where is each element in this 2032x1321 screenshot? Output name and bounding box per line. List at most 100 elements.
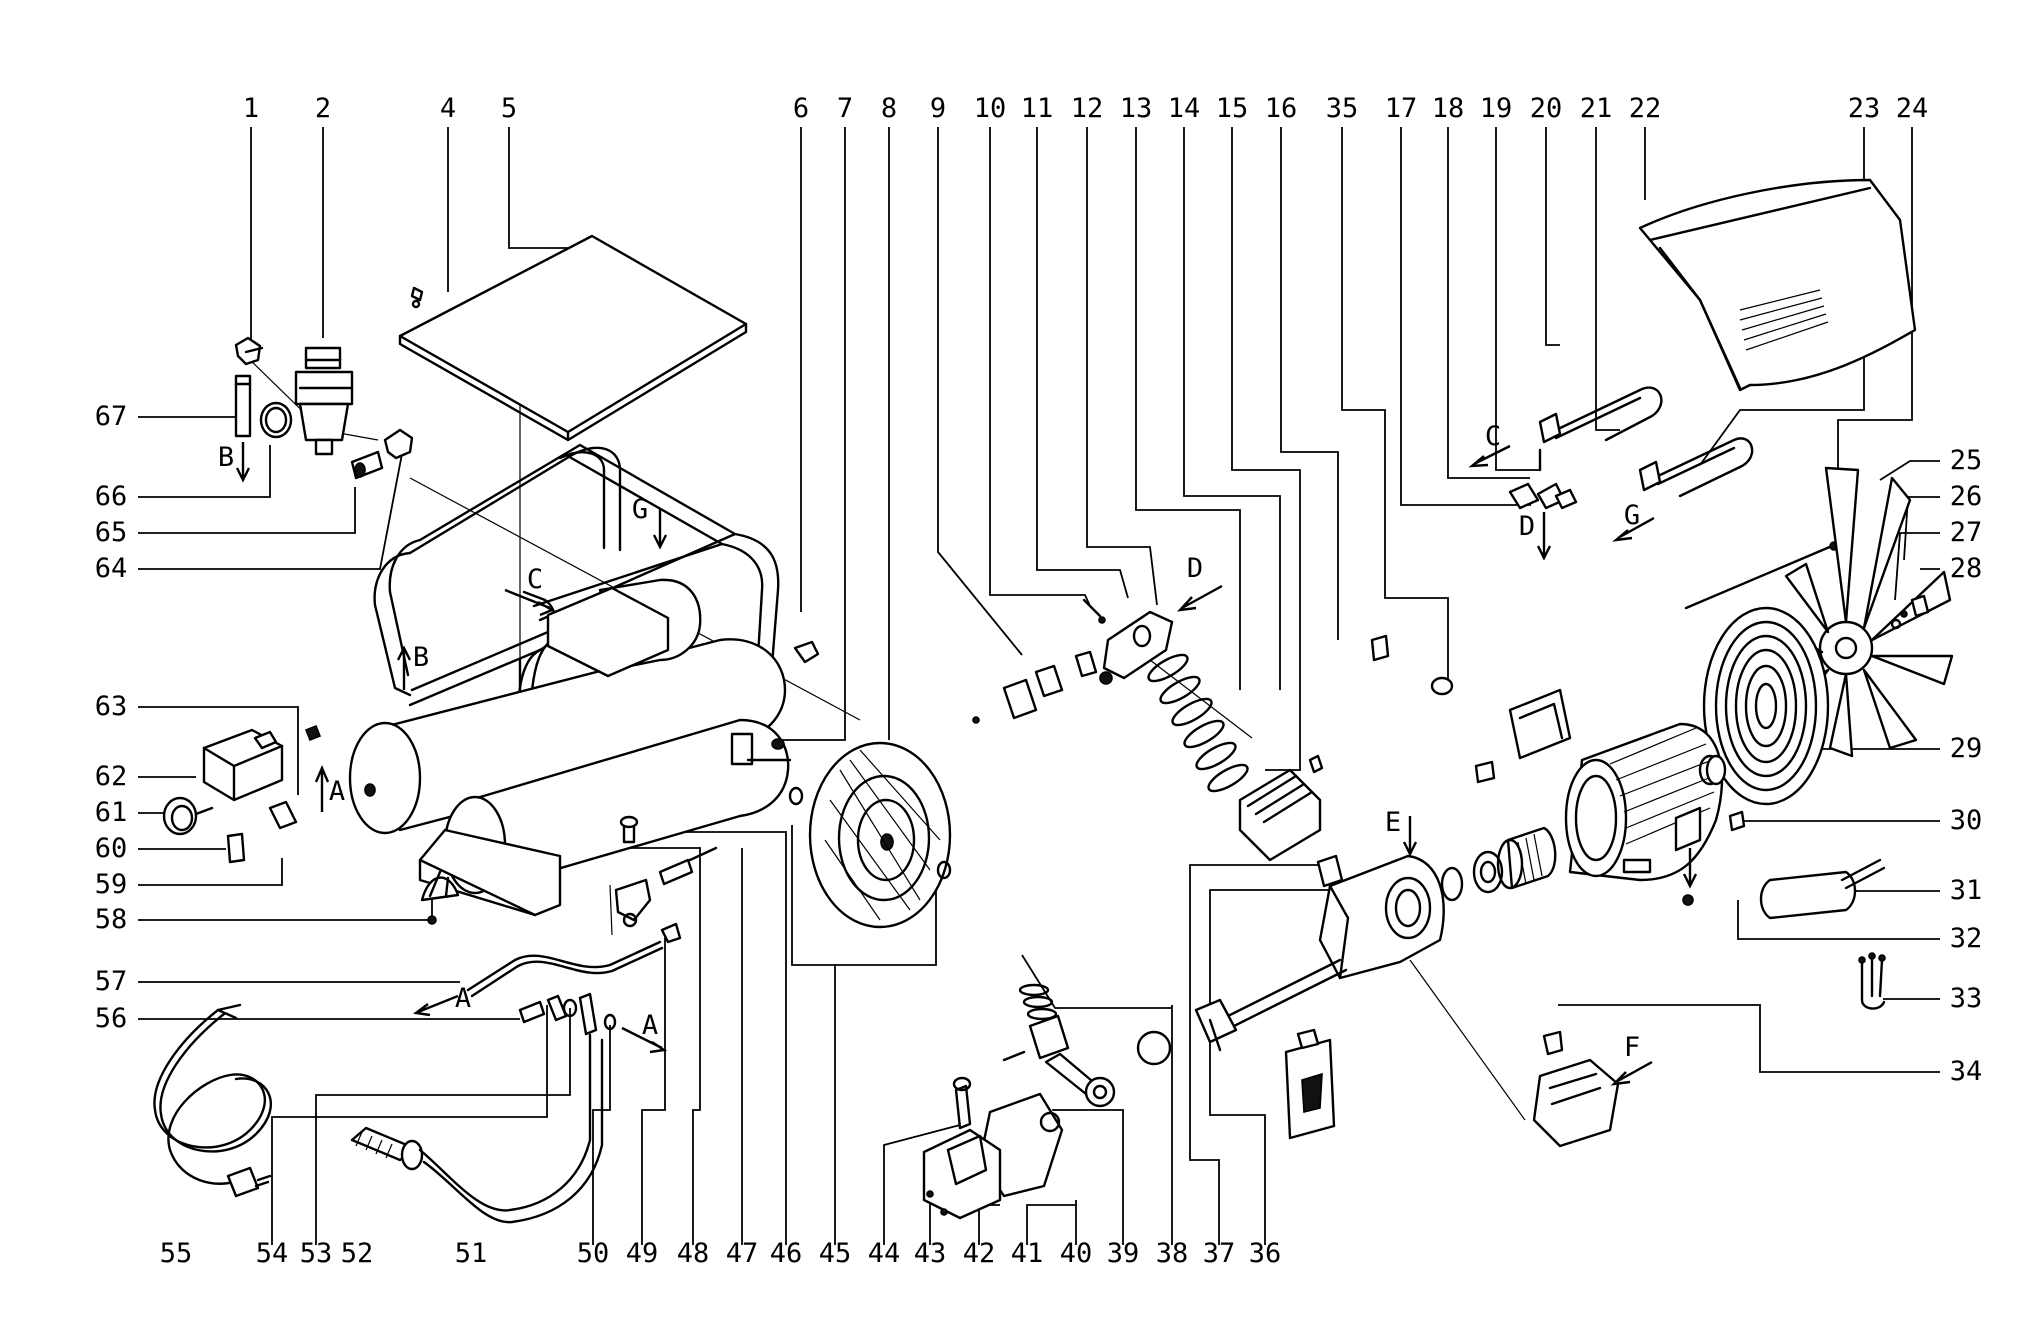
arrow-b-frame	[396, 645, 412, 690]
callout-15: 15	[1216, 93, 1249, 124]
leader-lines	[138, 127, 1940, 1245]
callout-32: 32	[1950, 923, 1983, 954]
motor-plate	[546, 586, 670, 678]
letter-b-left: B	[218, 442, 234, 473]
part-13-rings	[1147, 653, 1253, 793]
callout-23: 23	[1848, 93, 1881, 124]
part-11-nut	[1099, 671, 1113, 685]
part-49-coupling	[660, 922, 682, 944]
callout-9: 9	[930, 93, 946, 124]
part-48-valve	[658, 846, 718, 886]
letter-e-pipe: D	[1519, 511, 1535, 542]
part-35-cap	[1430, 676, 1454, 696]
callout-55: 55	[160, 1238, 193, 1269]
arrow-e-pipe	[1536, 512, 1552, 561]
part-15-bolt	[1474, 760, 1496, 784]
callout-27: 27	[1950, 517, 1983, 548]
callout-58: 58	[95, 904, 128, 935]
part-1-elbow-fitting	[234, 336, 264, 366]
part-36-oil-bottle	[1284, 1028, 1336, 1140]
callout-31: 31	[1950, 875, 1983, 906]
part-4-screw	[410, 286, 424, 309]
part-47-elbow	[614, 878, 652, 928]
callout-8: 8	[881, 93, 897, 124]
callout-16: 16	[1265, 93, 1298, 124]
callout-4: 4	[440, 93, 456, 124]
callout-65: 65	[95, 517, 128, 548]
letter-c-frame: C	[527, 564, 543, 595]
part-33-wire-harness	[1858, 952, 1886, 1010]
top-callout-labels: 1 2 4 5 6 7 8 9 10 11 12 13 14 15 16 35 …	[243, 93, 1928, 124]
part-9-valve-reeds	[972, 650, 1098, 724]
callout-63: 63	[95, 691, 128, 722]
letter-b-frame: B	[413, 642, 429, 673]
callout-17: 17	[1385, 93, 1418, 124]
callout-1: 1	[243, 93, 259, 124]
callout-12: 12	[1071, 93, 1104, 124]
callout-64: 64	[95, 553, 128, 584]
callout-11: 11	[1021, 93, 1054, 124]
part-54-spring	[546, 994, 568, 1022]
part-6-nut	[793, 640, 820, 664]
callout-5: 5	[501, 93, 517, 124]
left-callout-labels: 67 66 65 64 63 62 61 60 59 58 57 56	[95, 401, 128, 1034]
callout-57: 57	[95, 966, 128, 997]
part-42-43-screws	[926, 1190, 948, 1216]
piston-and-rod	[1002, 983, 1172, 1108]
letter-g-frame: G	[632, 494, 648, 525]
bottom-callout-labels: 55 54 53 52 51 50 49 48 47 46 45 44 43 4…	[160, 1238, 1282, 1269]
arrow-c-frame	[504, 588, 555, 617]
bearings-and-filter	[1440, 754, 1727, 902]
part-63-nut	[304, 724, 322, 742]
mount-bracket	[418, 828, 562, 917]
arrow-b-left	[235, 442, 251, 483]
callout-20: 20	[1530, 93, 1563, 124]
part-34-terminal-box	[1532, 1030, 1620, 1148]
callout-24: 24	[1896, 93, 1929, 124]
arrow-e-crank	[1402, 816, 1418, 857]
part-21-pipe	[1538, 386, 1663, 444]
arrow-f-box	[1610, 1060, 1653, 1086]
part-7-washer	[771, 738, 785, 750]
letter-d-head: D	[1187, 553, 1203, 584]
part-52-handle-grip	[350, 1126, 424, 1171]
callout-29: 29	[1950, 733, 1983, 764]
callout-33: 33	[1950, 983, 1983, 1014]
part-57-hose	[466, 940, 664, 998]
callout-18: 18	[1432, 93, 1465, 124]
part-5-cover-plate	[398, 234, 748, 442]
part-22-fan-shroud	[1638, 178, 1917, 392]
arrow-f-pipe	[1612, 516, 1655, 542]
callout-52: 52	[341, 1238, 374, 1269]
part-8-wheel	[808, 741, 952, 929]
callout-67: 67	[95, 401, 128, 432]
callout-59: 59	[95, 869, 128, 900]
callout-26: 26	[1950, 481, 1983, 512]
part-40-gasket	[1039, 1111, 1061, 1133]
electric-motor	[1564, 722, 1724, 882]
arrow-d-pipe	[1468, 444, 1511, 468]
part-58-foot	[420, 870, 460, 925]
part-51-handle-bar	[418, 1033, 604, 1224]
part-65-nipple	[350, 450, 384, 480]
frame-foot	[730, 732, 792, 766]
part-44-bottom-cover	[922, 1076, 1002, 1220]
part-26-28-fasteners	[1890, 594, 1930, 630]
callout-7: 7	[837, 93, 853, 124]
part-62-pressure-switch	[202, 728, 284, 802]
part-10-bolt	[1082, 598, 1106, 624]
callout-28: 28	[1950, 553, 1983, 584]
arrow-g-motor	[1682, 848, 1698, 889]
part-45-washer	[788, 786, 952, 880]
part-2-filter-regulator	[294, 346, 354, 456]
callout-61: 61	[95, 797, 128, 828]
callout-6: 6	[793, 93, 809, 124]
arrow-g-frame	[652, 508, 668, 550]
arrow-c-fitting	[621, 1026, 668, 1054]
letter-a-gauge: A	[329, 776, 345, 807]
callout-21: 21	[1580, 93, 1613, 124]
callout-10: 10	[974, 93, 1007, 124]
part-32-nut	[1682, 894, 1694, 906]
